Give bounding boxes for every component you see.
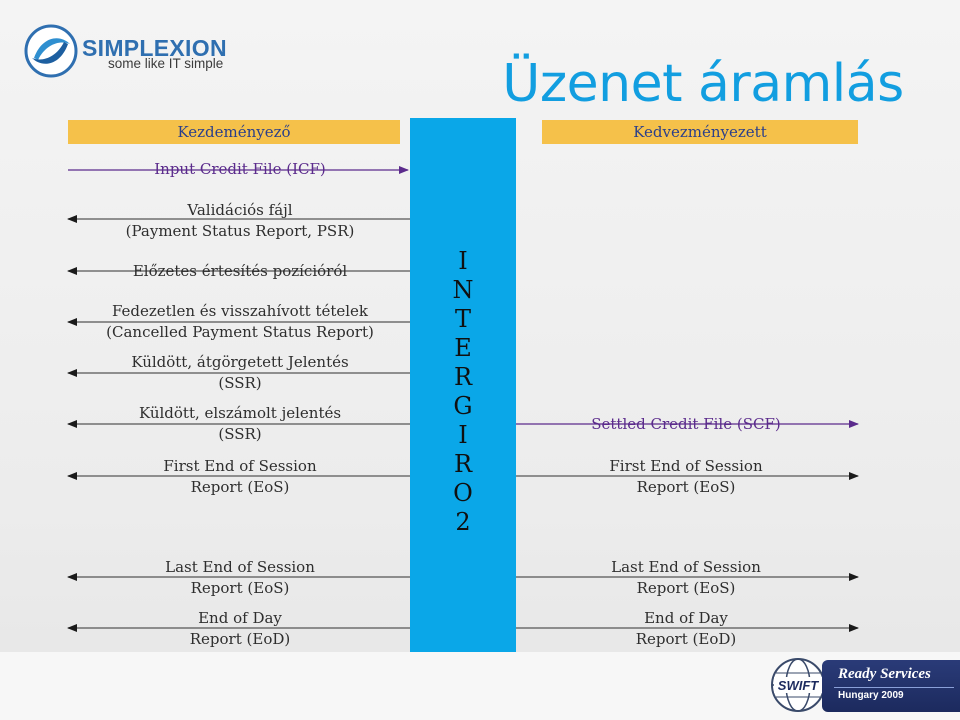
message-line: Last End of Session — [165, 558, 315, 576]
ready-services-badge: Ready Services Hungary 2009 — [822, 660, 960, 712]
bar-letter: G — [453, 392, 473, 420]
message-line: Report (EoD) — [635, 630, 737, 648]
bar-letter: E — [454, 334, 472, 362]
message-ssr-settled: Küldött, elszámolt jelentés (SSR) — [60, 403, 420, 445]
message-line: (SSR) — [218, 374, 262, 392]
ready-services-label: Ready Services — [838, 666, 931, 682]
message-line: Előzetes értesítés pozícióról — [132, 262, 348, 280]
logo-name: SIMPLEXION — [82, 35, 227, 61]
message-line: (Payment Status Report, PSR) — [125, 222, 355, 240]
message-line: Report (EoS) — [190, 579, 290, 597]
message-line: Fedezetlen és visszahívott tételek — [111, 302, 369, 320]
message-line: Report (EoS) — [636, 478, 736, 496]
message-line: Settled Credit File (SCF) — [591, 415, 781, 433]
message-first-eos: First End of Session Report (EoS) — [60, 456, 420, 498]
ready-divider — [834, 687, 954, 688]
message-line: First End of Session — [163, 457, 317, 475]
bar-letter: I — [458, 421, 468, 449]
bar-letter: 2 — [455, 508, 471, 536]
message-line: Report (EoS) — [636, 579, 736, 597]
message-last-eos: Last End of Session Report (EoS) — [60, 557, 420, 599]
message-psr: Validációs fájl (Payment Status Report, … — [60, 200, 420, 242]
bar-letter: I — [458, 247, 468, 275]
message-line: End of Day — [644, 609, 728, 627]
intergiro-bar: I N T E R G I R O 2 — [410, 118, 516, 655]
message-line: End of Day — [198, 609, 282, 627]
message-line: Last End of Session — [611, 558, 761, 576]
message-scf: Settled Credit File (SCF) — [516, 414, 856, 435]
swift-globe-icon: SWIFT — [770, 657, 826, 713]
simplexion-logo-icon — [24, 24, 78, 78]
message-line: Report (EoS) — [190, 478, 290, 496]
message-line: Input Credit File (ICF) — [154, 160, 326, 178]
message-line: Küldött, átgörgetett Jelentés — [131, 353, 349, 371]
message-line: Report (EoD) — [189, 630, 291, 648]
message-ssr-rolled: Küldött, átgörgetett Jelentés (SSR) — [60, 352, 420, 394]
bar-letter: O — [453, 479, 473, 507]
ready-services-subtitle: Hungary 2009 — [838, 690, 904, 701]
message-line: (Cancelled Payment Status Report) — [106, 323, 374, 341]
bar-letter: R — [453, 363, 473, 391]
message-first-eos-right: First End of Session Report (EoS) — [516, 456, 856, 498]
message-eod-right: End of Day Report (EoD) — [516, 608, 856, 650]
message-eod: End of Day Report (EoD) — [60, 608, 420, 650]
page-title: Üzenet áramlás — [502, 54, 904, 114]
logo-tagline: some like IT simple — [108, 56, 224, 71]
message-line: First End of Session — [609, 457, 763, 475]
message-cancelled-psr: Fedezetlen és visszahívott tételek (Canc… — [60, 301, 420, 343]
bar-letter: N — [452, 276, 474, 304]
initiator-header: Kezdeményező — [68, 120, 400, 144]
message-line: Validációs fájl — [187, 201, 293, 219]
message-icf: Input Credit File (ICF) — [60, 159, 420, 180]
bar-letter: T — [454, 305, 471, 333]
beneficiary-header: Kedvezményezett — [542, 120, 858, 144]
message-line: Küldött, elszámolt jelentés — [138, 404, 342, 422]
message-line: (SSR) — [218, 425, 262, 443]
message-last-eos-right: Last End of Session Report (EoS) — [516, 557, 856, 599]
swift-brand-text: SWIFT — [778, 678, 819, 693]
message-position-notice: Előzetes értesítés pozícióról — [60, 261, 420, 282]
bar-letter: R — [453, 450, 473, 478]
